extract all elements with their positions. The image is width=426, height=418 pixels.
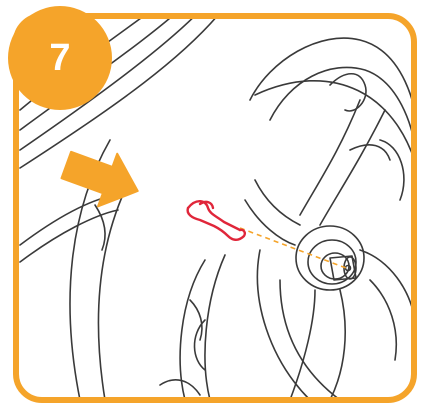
- red-hitch-pin-clip-icon: [188, 201, 245, 240]
- orange-pointer-arrow-icon: [57, 139, 148, 218]
- step-number: 7: [32, 30, 88, 86]
